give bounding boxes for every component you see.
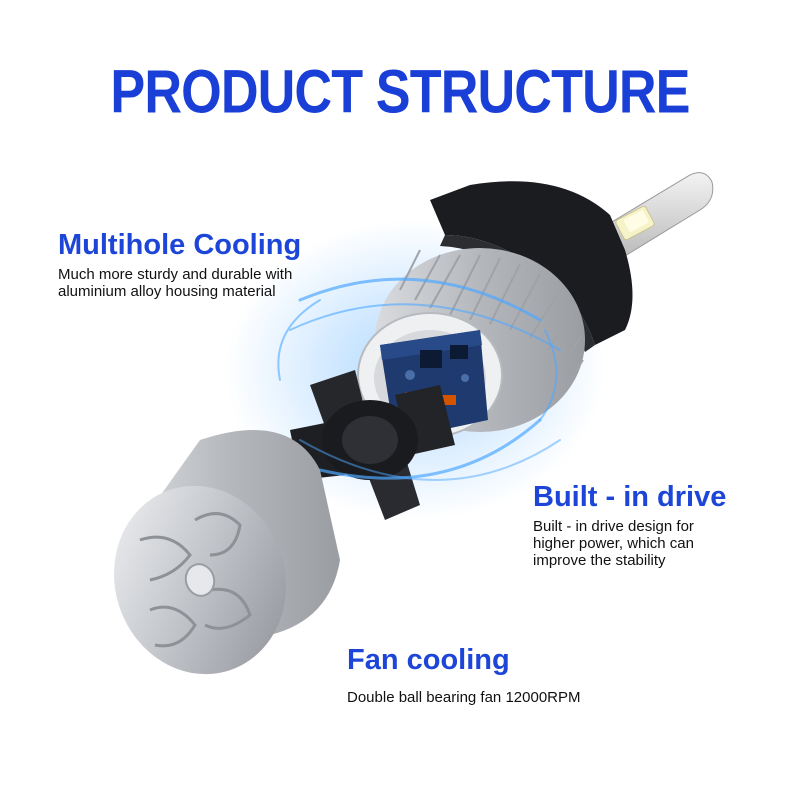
feature-description-line: Built - in drive design for [533, 517, 694, 535]
fan-end-cap [113, 430, 340, 675]
feature-title: Multihole Cooling [58, 229, 302, 261]
feature-description-line: Much more sturdy and durable with [58, 265, 293, 283]
feature-description: Built - in drive design for higher power… [533, 518, 726, 569]
airflow-swirls [277, 277, 561, 481]
feature-description-line: improve the stability [533, 551, 666, 569]
driver-chip [420, 350, 442, 368]
feature-title: Built - in drive [533, 481, 727, 513]
end-cap-vent-slots [139, 512, 252, 648]
feature-description-line: higher power, which can [533, 534, 694, 552]
feature-description: Much more sturdy and durable with alumin… [58, 266, 301, 300]
feature-built-in-drive: Built - in drive Built - in drive design… [533, 481, 727, 569]
feature-fan-cooling: Fan cooling Double ball bearing fan 1200… [347, 644, 581, 706]
feature-description-line: Double ball bearing fan 12000RPM [347, 688, 581, 706]
feature-multihole-cooling: Multihole Cooling Much more sturdy and d… [58, 229, 302, 300]
led-chip-stem [589, 172, 714, 263]
feature-title: Fan cooling [347, 644, 510, 676]
feature-description: Double ball bearing fan 12000RPM [347, 689, 581, 706]
page-title: PRODUCT STRUCTURE [110, 57, 690, 127]
feature-description-line: aluminium alloy housing material [58, 282, 276, 300]
